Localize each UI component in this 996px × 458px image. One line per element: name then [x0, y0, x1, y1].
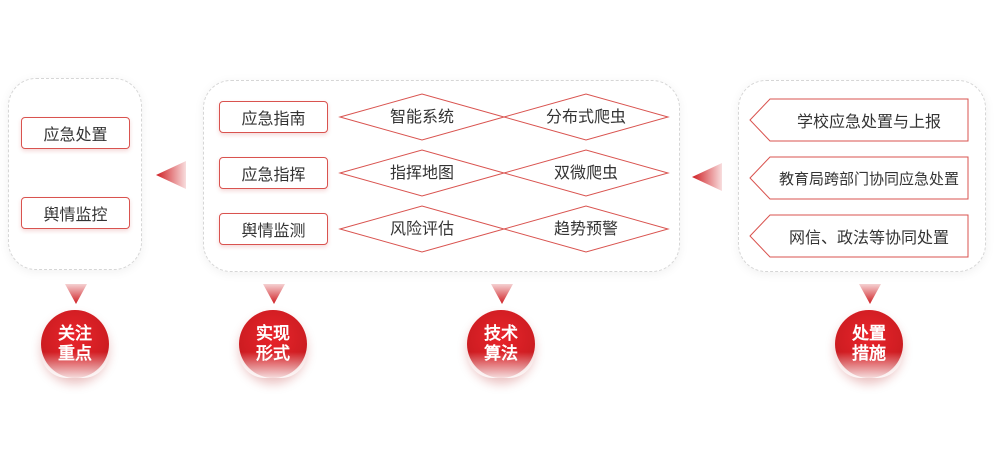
mode-monitor: 舆情监测: [219, 213, 328, 245]
diamond-right-1: [502, 149, 670, 197]
arrow-left-icon: [692, 163, 722, 191]
measures-label-line1: 处置: [852, 324, 886, 344]
diamond-right-2: [502, 205, 670, 253]
implementation-label-circle: 实现 形式: [239, 310, 307, 378]
technology-label-circle: 技术 算法: [467, 310, 535, 378]
focus-item-emergency: 应急处置: [21, 117, 130, 149]
down-arrow-icon: [65, 284, 87, 304]
measure-arrow-boxes: [749, 98, 969, 258]
focus-label-line2: 重点: [58, 344, 92, 364]
measures-label-circle: 处置 措施: [835, 310, 903, 378]
diamond-label-weibo-wechat-crawler: 双微爬虫: [553, 163, 618, 182]
diamond-label-risk-assessment: 风险评估: [389, 219, 454, 238]
measures-label-line2: 措施: [852, 344, 886, 364]
measure-school: 学校应急处置与上报: [796, 112, 941, 131]
diamond-right-0: [502, 93, 670, 141]
down-arrow-icon: [263, 284, 285, 304]
diamond-grid: [338, 93, 670, 253]
mode-guide: 应急指南: [219, 101, 328, 133]
down-arrow-icon: [859, 284, 881, 304]
focus-label-line1: 关注: [58, 324, 92, 344]
measure-box-2: [749, 214, 969, 258]
measure-bureau: 教育局跨部门协同应急处置: [778, 169, 959, 188]
focus-panel: [8, 78, 142, 270]
technology-label-line2: 算法: [484, 344, 518, 364]
down-arrow-icon: [491, 284, 513, 304]
focus-label-circle: 关注 重点: [41, 310, 109, 378]
technology-label-line1: 技术: [484, 324, 518, 344]
mode-command: 应急指挥: [219, 157, 328, 189]
diamond-label-distributed-crawler: 分布式爬虫: [545, 107, 626, 126]
implementation-label-line2: 形式: [256, 344, 290, 364]
diamond-label-trend-warning: 趋势预警: [553, 219, 618, 238]
measure-box-0: [749, 98, 969, 142]
focus-item-opinion: 舆情监控: [21, 197, 130, 229]
diamond-label-command-map: 指挥地图: [389, 163, 454, 182]
measure-box-1: [749, 156, 969, 200]
measure-cyber: 网信、政法等协同处置: [788, 228, 949, 247]
diamond-label-smart-system: 智能系统: [389, 107, 454, 126]
arrow-left-icon: [156, 161, 186, 189]
implementation-label-line1: 实现: [256, 324, 290, 344]
